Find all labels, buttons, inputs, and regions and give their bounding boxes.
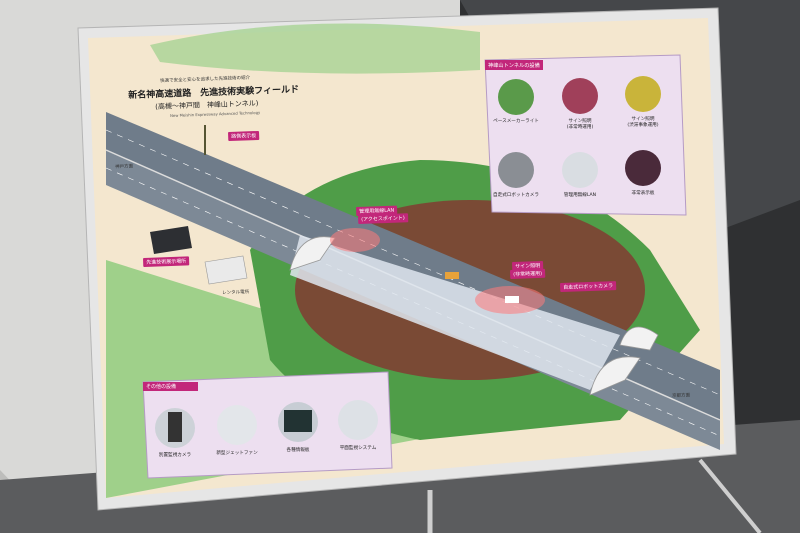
tunnel-body	[290, 235, 620, 390]
tunnel-item-label: ペースメーカーライト	[493, 119, 539, 124]
tunnel-item-sub: (非常時運用)	[566, 125, 594, 130]
label-kyoto-direction: 京都方面	[672, 393, 691, 399]
label-kobe-direction: 神戸方面	[115, 164, 134, 170]
other-equipment-heading: その他の設備	[146, 384, 177, 390]
label-emergency-use: (非常時運用)	[510, 268, 546, 279]
tunnel-item-sub: (渋滞事象運用)	[627, 123, 659, 128]
jet-fan-icon	[217, 405, 257, 445]
other-equipment-panel	[142, 371, 393, 479]
tunnel-item-label: 管理用無線LAN	[563, 193, 597, 198]
tunnel-equipment-heading: 神峰山トンネルの設備	[488, 63, 540, 69]
tunnel-item-label: 自走式ロボットカメラ	[493, 193, 539, 198]
emergency-sign-icon	[625, 150, 661, 186]
other-item-label: 新型ジェットファン	[216, 451, 258, 456]
tunnel-item-label: サイン照明	[568, 119, 592, 124]
tunnel-item-label: サイン照明	[631, 117, 655, 122]
label-rental-building: レンタル電所	[222, 290, 250, 296]
plane-monitoring-icon	[338, 400, 378, 440]
car	[445, 272, 459, 279]
other-item-label: 各種情報板	[286, 448, 310, 453]
other-item-label: 別置監視カメラ	[158, 453, 192, 458]
wireless-lan-icon	[562, 152, 598, 188]
label-exhibit-building: 先進技術展示場所	[143, 256, 190, 267]
sign-light-congestion-icon	[625, 76, 661, 112]
label-access-point: (アクセスポイント)	[358, 213, 408, 224]
robot-camera-icon	[498, 152, 534, 188]
tunnel-portal-right	[589, 356, 641, 396]
rental-building	[204, 255, 248, 285]
label-road-sign: 路側表示板	[228, 130, 260, 141]
sign-light-emergency-icon	[562, 78, 598, 114]
other-item-label: 平面監視システム	[339, 446, 377, 451]
pacemaker-light-icon	[498, 79, 534, 115]
tunnel-item-label: 非常表示板	[631, 191, 655, 196]
red-glow	[330, 228, 380, 252]
exhibit-building	[150, 226, 192, 254]
